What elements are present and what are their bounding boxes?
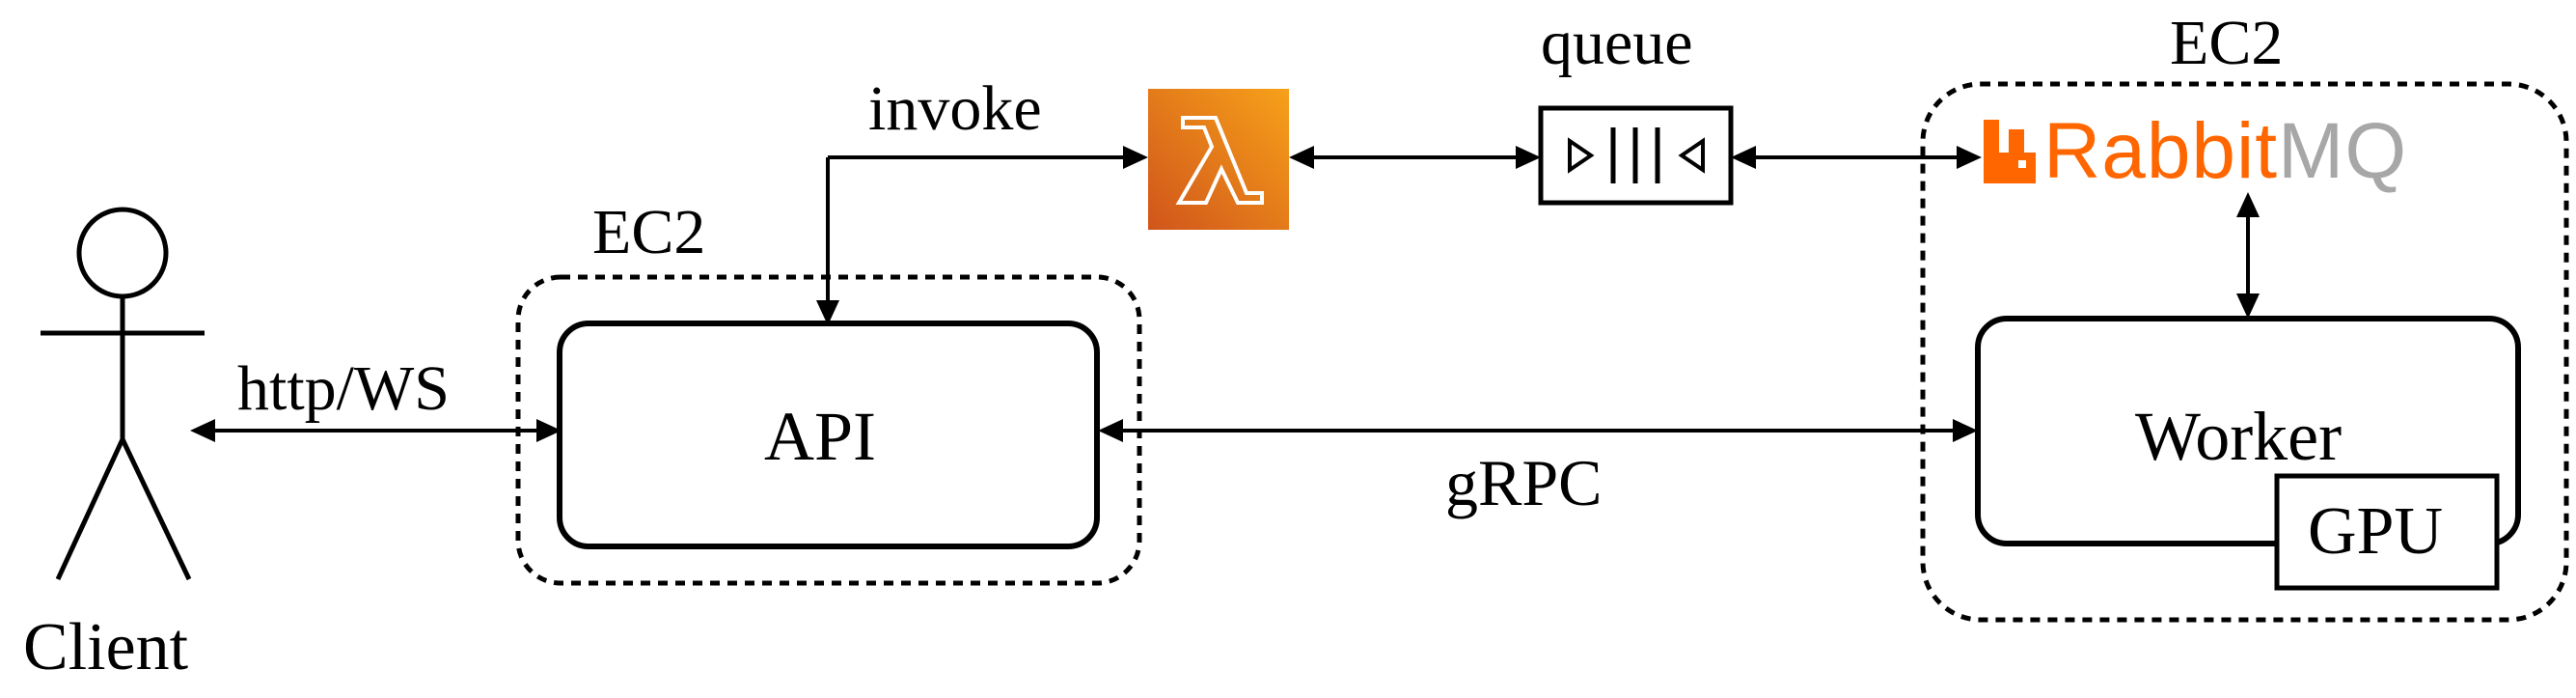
gpu-label: GPU: [2308, 494, 2444, 569]
client-label: Client: [23, 610, 189, 684]
invoke-label: invoke: [868, 73, 1042, 144]
grpc-label: gRPC: [1445, 446, 1603, 519]
aws-lambda-icon: [1148, 89, 1289, 230]
api-label: API: [764, 398, 877, 475]
rabbit-text: Rabbit: [2043, 107, 2279, 195]
rabbitmq-logo-mark: [1984, 120, 2036, 183]
mq-text: MQ: [2278, 107, 2408, 195]
connectors: [190, 146, 2260, 442]
queue-icon: [1538, 105, 1734, 206]
ec2-worker-label: EC2: [2170, 8, 2284, 78]
ec2-worker-boundary: [1920, 81, 2569, 623]
ec2-api-label: EC2: [592, 197, 706, 267]
gpu-box: [2274, 473, 2500, 591]
worker-label: Worker: [2135, 398, 2343, 475]
rabbitmq-logo-text: RabbitMQ: [2043, 112, 2407, 191]
http-ws-label: http/WS: [237, 353, 451, 424]
client-figure: [41, 207, 205, 581]
queue-label: queue: [1541, 8, 1693, 78]
